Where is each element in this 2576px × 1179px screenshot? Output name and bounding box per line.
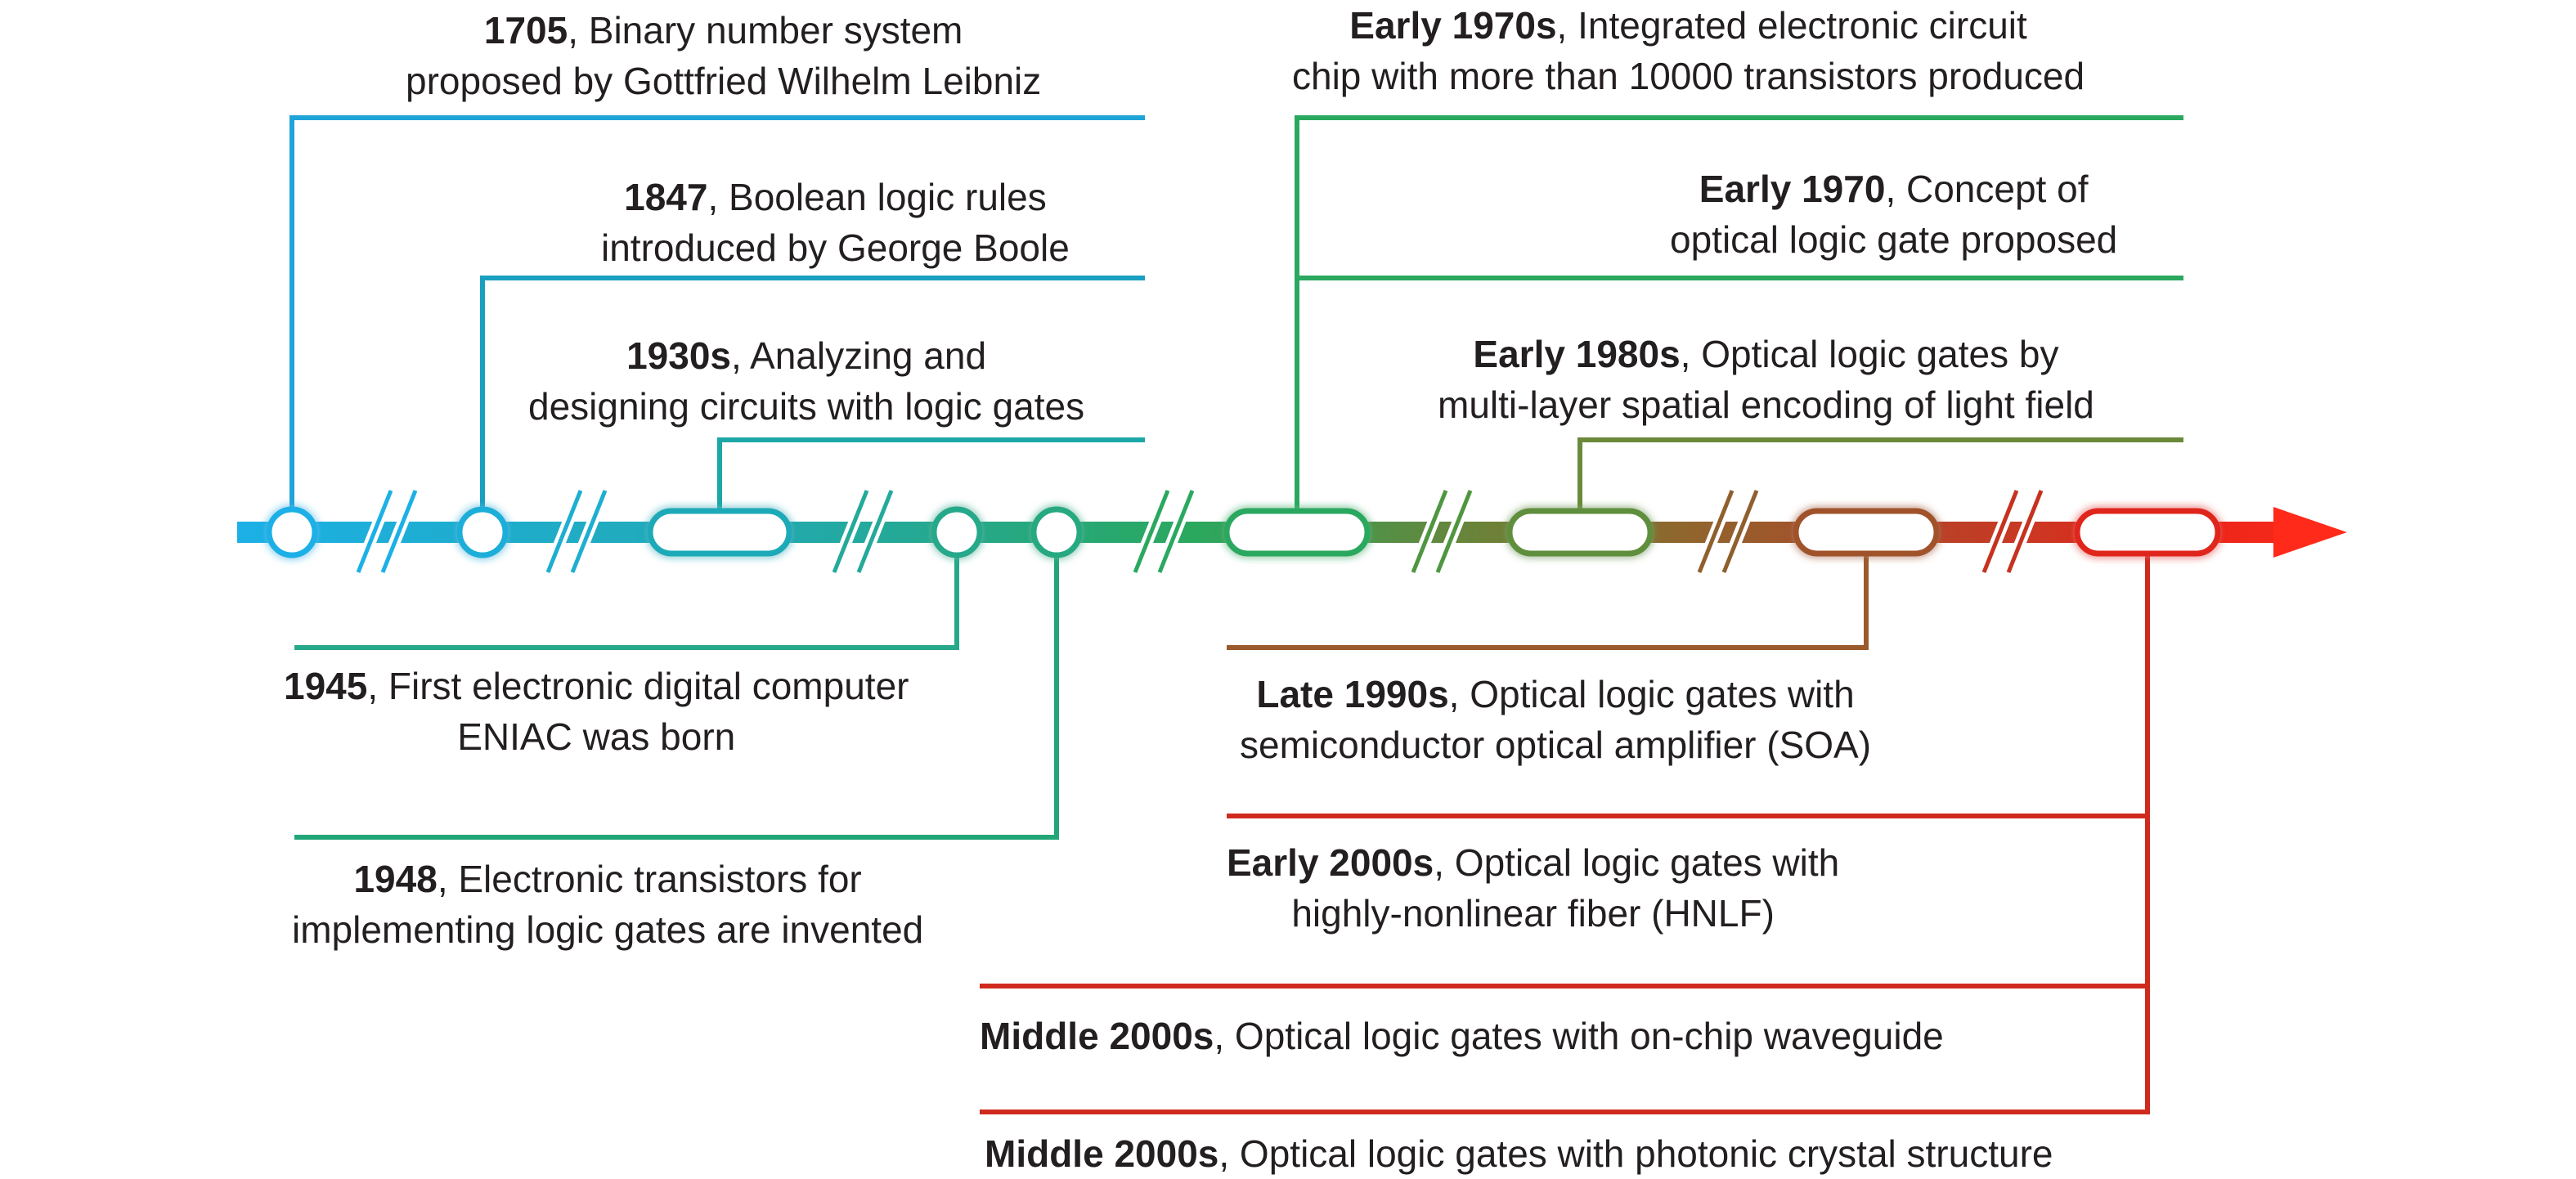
- connector-1705: [289, 115, 1145, 531]
- event-text: highly-nonlinear fiber (HNLF): [1291, 892, 1775, 935]
- break-stroke: [2006, 490, 2044, 573]
- event-text: semiconductor optical amplifier (SOA): [1240, 724, 1872, 766]
- connector-1990s: [1227, 552, 1869, 650]
- connector-1948: [294, 531, 1059, 840]
- event-year: 1847: [624, 176, 708, 218]
- event-text: designing circuits with logic gates: [528, 385, 1085, 428]
- event-early-1970-label: Early 1970, Concept of optical logic gat…: [1670, 164, 2117, 265]
- event-1945-label: 1945, First electronic digital computer …: [284, 661, 909, 762]
- event-text: , Boolean logic rules: [707, 176, 1047, 218]
- connector-1847: [480, 276, 1145, 531]
- event-1948-label: 1948, Electronic transistors for impleme…: [292, 854, 923, 955]
- event-year: Late 1990s: [1256, 673, 1449, 715]
- node-1970s: [1223, 508, 1371, 557]
- break-stroke: [856, 490, 894, 573]
- timeline-arrowhead: [2273, 507, 2347, 558]
- event-early-1970s-label: Early 1970s, Integrated electronic circu…: [1292, 0, 2085, 101]
- event-year: Early 1970s: [1349, 4, 1557, 47]
- event-text: , Optical logic gates with: [1448, 673, 1855, 715]
- event-middle-2000s-crystal-label: Middle 2000s, Optical logic gates with p…: [985, 1128, 2053, 1179]
- connector-1930s: [717, 437, 1145, 511]
- node-1990s: [1793, 508, 1940, 557]
- event-text: , First electronic digital computer: [367, 665, 909, 707]
- event-text: chip with more than 10000 transistors pr…: [1292, 55, 2085, 97]
- event-text: proposed by Gottfried Wilhelm Leibniz: [406, 60, 1042, 102]
- event-1705-label: 1705, Binary number system proposed by G…: [406, 5, 1041, 106]
- break-stroke: [570, 490, 608, 573]
- event-text: ENIAC was born: [457, 715, 736, 758]
- event-text: , Optical logic gates by: [1680, 333, 2059, 375]
- connector-1945: [294, 531, 959, 650]
- break-stroke: [545, 490, 583, 573]
- connector-1980s: [1577, 437, 2183, 511]
- event-text: , Optical logic gates with on-chip waveg…: [1214, 1015, 1944, 1057]
- event-text: , Binary number system: [568, 9, 963, 52]
- event-early-1980s-label: Early 1980s, Optical logic gates by mult…: [1438, 329, 2094, 430]
- event-year: Early 1970: [1699, 168, 1886, 210]
- event-text: , Optical logic gates with: [1434, 841, 1840, 884]
- connector-lines: [289, 115, 2183, 1114]
- event-text: , Electronic transistors for: [437, 858, 862, 900]
- break-stroke: [1981, 490, 2019, 573]
- event-year: Middle 2000s: [980, 1015, 1214, 1057]
- node-1980s: [1506, 508, 1654, 557]
- event-year: 1948: [353, 858, 438, 900]
- connector-2000s: [980, 552, 2150, 1114]
- event-early-2000s-label: Early 2000s, Optical logic gates with hi…: [1227, 837, 1839, 939]
- event-year: 1930s: [626, 334, 732, 377]
- node-1930s: [647, 508, 792, 557]
- event-text: , Optical logic gates with photonic crys…: [1218, 1132, 2053, 1175]
- break-stroke: [1697, 490, 1735, 573]
- break-stroke: [1133, 490, 1170, 573]
- event-text: implementing logic gates are invented: [292, 908, 924, 951]
- node-1847: [456, 506, 509, 558]
- event-1847-label: 1847, Boolean logic rules introduced by …: [601, 172, 1070, 273]
- node-2000s: [2074, 508, 2221, 557]
- event-year: Middle 2000s: [985, 1132, 1219, 1175]
- break-stroke: [1721, 490, 1759, 573]
- connector-1970s: [1295, 115, 2183, 511]
- event-late-1990s-label: Late 1990s, Optical logic gates with sem…: [1240, 669, 1871, 770]
- timeline-nodes: [266, 506, 2221, 558]
- event-middle-2000s-waveguide-label: Middle 2000s, Optical logic gates with o…: [980, 1011, 1944, 1061]
- event-text: , Integrated electronic circuit: [1556, 4, 2027, 47]
- break-stroke: [380, 490, 418, 573]
- event-text: , Concept of: [1885, 168, 2089, 210]
- break-stroke: [1435, 490, 1473, 573]
- event-text: , Analyzing and: [731, 334, 987, 377]
- node-1705: [266, 506, 318, 558]
- event-year: 1705: [483, 9, 568, 52]
- event-text: optical logic gate proposed: [1670, 218, 2118, 261]
- break-stroke: [1157, 490, 1195, 573]
- break-stroke: [1411, 490, 1448, 573]
- event-year: Early 2000s: [1227, 841, 1434, 884]
- break-stroke: [356, 490, 393, 573]
- event-year: Early 1980s: [1473, 333, 1681, 375]
- node-1948: [1030, 506, 1083, 558]
- event-text: multi-layer spatial encoding of light fi…: [1438, 383, 2094, 426]
- node-1945: [931, 506, 983, 558]
- event-1930s-label: 1930s, Analyzing and designing circuits …: [528, 330, 1084, 432]
- break-marks-inner: [356, 490, 2044, 573]
- break-stroke: [832, 490, 869, 573]
- event-year: 1945: [284, 665, 368, 707]
- event-text: introduced by George Boole: [601, 226, 1070, 269]
